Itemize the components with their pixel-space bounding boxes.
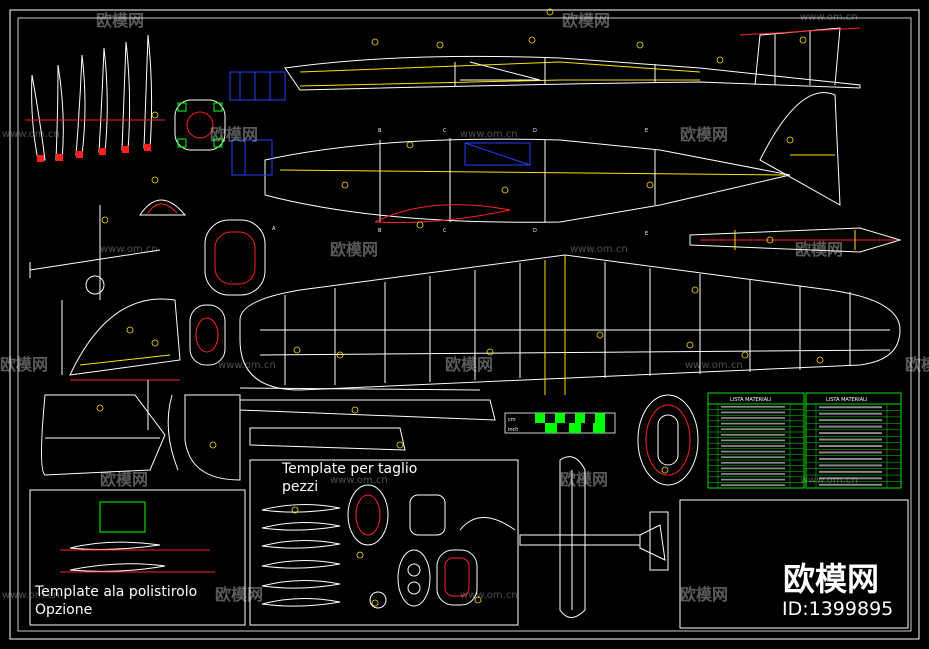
materials-table-entry — [721, 411, 785, 414]
watermark-brand: 欧模网 — [100, 470, 148, 489]
materials-table-entry — [721, 422, 785, 425]
materials-table-entry — [721, 473, 785, 475]
materials-table-right-title: LISTA MATERIALI — [826, 397, 867, 403]
materials-table-entry — [819, 445, 882, 447]
watermark-url: www.om.cn — [100, 244, 158, 255]
watermark-brand: 欧模网 — [96, 11, 144, 30]
materials-table-entry — [721, 461, 785, 464]
scale-bar-cm-label: cm — [508, 417, 516, 423]
watermark-brand: 欧模网 — [215, 585, 263, 604]
materials-table-entry — [721, 478, 785, 481]
cowl-ring — [637, 394, 699, 486]
materials-table-entry — [721, 405, 785, 408]
cut-template-box: Template per taglio pezzi — [249, 459, 519, 626]
section-mark-a-bot: A — [272, 226, 276, 232]
materials-table-entry — [819, 464, 882, 467]
materials-table-entry — [819, 483, 882, 486]
materials-table-entry — [819, 419, 882, 422]
materials-table-left: LISTA MATERIALI — [707, 392, 805, 489]
materials-table-entry — [721, 433, 785, 436]
watermark-url: www.om.cn — [460, 129, 518, 140]
section-mark-e-top: E — [645, 128, 648, 134]
drawing-border-inner — [17, 17, 912, 632]
section-marks: B C D E A B C D E — [272, 128, 648, 237]
section-mark-d-bot: D — [533, 228, 537, 234]
wing-template-box: Template ala polistirolo Opzione — [29, 489, 246, 626]
watermark-brand: 欧模网 — [0, 355, 48, 374]
watermark-brand: 欧模网 — [680, 125, 728, 144]
fuselage-side-view — [229, 27, 861, 101]
watermark-url: www.om.cn — [2, 129, 60, 140]
drawing-border-outer — [9, 9, 920, 640]
materials-table-entry — [721, 445, 785, 447]
materials-table-entry — [819, 425, 882, 428]
section-mark-d-top: D — [533, 128, 537, 134]
materials-table-entry — [721, 428, 785, 431]
section-mark-b-top: B — [378, 128, 382, 134]
wing-template-title-line1: Template ala polistirolo — [34, 584, 197, 600]
watermarks: 欧模网 欧模网 欧模网 欧模网 欧模网 欧模网 欧模网 欧模网 欧模网 欧模网 … — [0, 11, 929, 620]
section-mark-b-bot: B — [378, 228, 382, 234]
materials-table-entry — [819, 451, 882, 454]
watermark-url: www.om.cn — [800, 12, 858, 23]
watermark-brand: 欧模网 — [445, 355, 493, 374]
watermark-url: www.om.cn — [218, 360, 276, 371]
title-block — [679, 499, 909, 629]
wing-template-title-line2: Opzione — [35, 602, 92, 618]
aircraft-top-view — [519, 456, 669, 618]
materials-table-entry — [819, 477, 882, 480]
materials-table-left-title: LISTA MATERIALI — [730, 397, 771, 403]
materials-table-entry — [721, 456, 785, 459]
materials-table-entry — [721, 484, 785, 487]
watermark-id: ID:1399895 — [782, 598, 893, 620]
main-wing — [239, 254, 901, 395]
watermark-url: www.om.cn — [2, 590, 60, 601]
materials-table-entry — [721, 417, 785, 419]
materials-table-right: LISTA MATERIALI — [805, 392, 902, 489]
watermark-brand: 欧模网 — [560, 470, 608, 489]
materials-table-entry — [819, 406, 882, 409]
watermark-brand: 欧模网 — [795, 240, 843, 259]
scale-bar-inch-label: inch — [508, 427, 518, 433]
watermark-brand-large: 欧模网 — [783, 560, 879, 598]
materials-table-entry — [819, 457, 882, 460]
materials-table-entry — [819, 412, 882, 415]
ribs-group — [25, 34, 165, 162]
watermark-brand: 欧模网 — [905, 355, 929, 374]
watermark-brand: 欧模网 — [330, 240, 378, 259]
watermark-url: www.om.cn — [800, 475, 858, 486]
watermark-url: www.om.cn — [330, 475, 388, 486]
materials-table-entry — [819, 432, 882, 435]
section-mark-c-top: C — [443, 128, 447, 134]
materials-table-entry — [721, 439, 785, 442]
materials-table-entry — [721, 467, 785, 470]
section-mark-e-bot: E — [645, 231, 648, 237]
cut-template-title-line1: Template per taglio — [281, 461, 417, 477]
small-parts-left — [41, 380, 496, 481]
landing-gear-details — [29, 205, 181, 381]
watermark-brand: 欧模网 — [562, 11, 610, 30]
watermark-brand: 欧模网 — [210, 125, 258, 144]
materials-table-entry — [819, 438, 882, 441]
materials-table-entry — [819, 470, 882, 473]
bulkheads — [139, 99, 266, 366]
section-mark-c-bot: C — [443, 228, 447, 234]
scale-bar: cm inch — [504, 412, 616, 434]
materials-table-entry — [721, 450, 785, 453]
horizontal-stabilizer — [689, 227, 902, 253]
fuselage-top-view — [231, 92, 841, 223]
watermark-url: www.om.cn — [460, 590, 518, 601]
watermark-url: www.om.cn — [685, 360, 743, 371]
watermark-url: www.om.cn — [570, 244, 628, 255]
watermark-brand: 欧模网 — [680, 585, 728, 604]
cut-template-title-line2: pezzi — [282, 479, 318, 495]
part-markers — [96, 8, 824, 607]
